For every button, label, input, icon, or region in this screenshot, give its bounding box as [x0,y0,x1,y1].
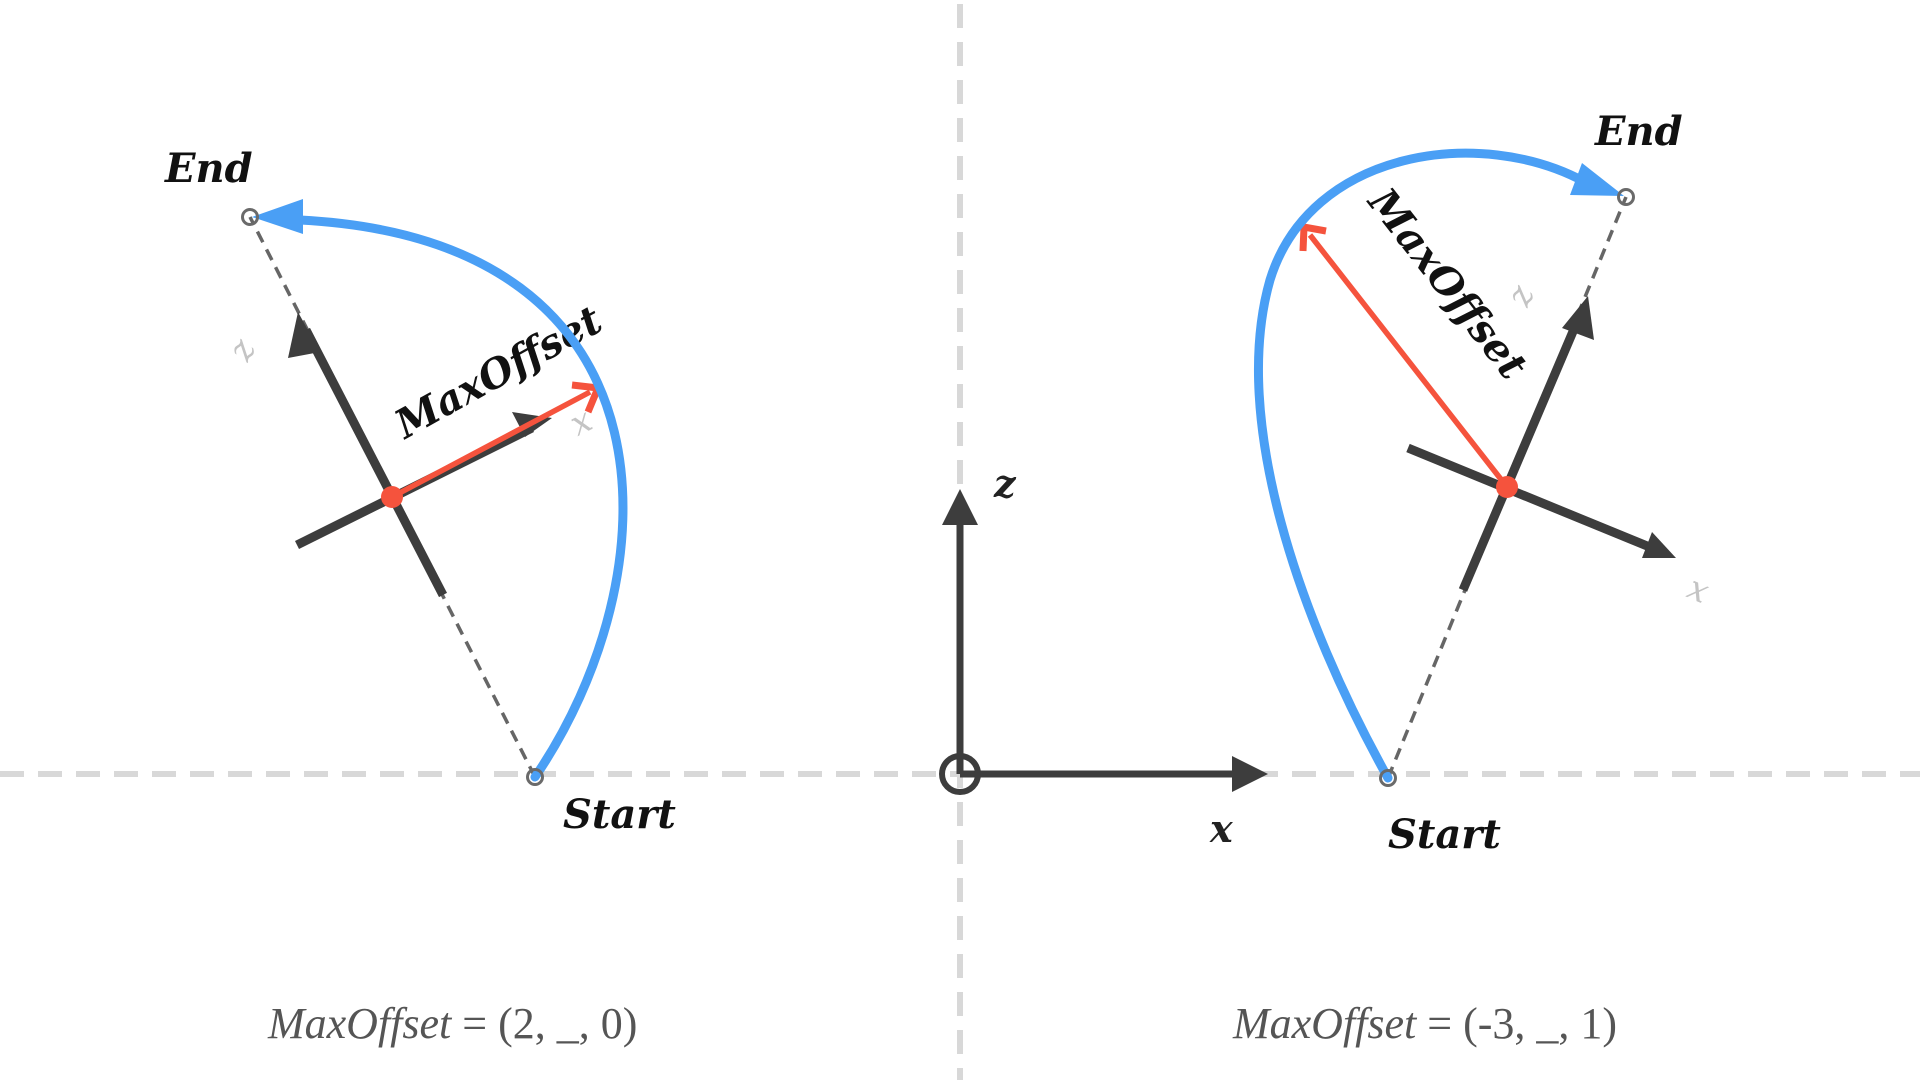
left-local-z-axis [302,327,447,598]
left-end-point [241,208,259,226]
right-offset-origin-dot [1496,476,1518,498]
right-local-x-arrowhead [1642,532,1676,558]
left-local-z-arrowhead [288,312,320,358]
right-local-x-axis [1406,443,1654,553]
right-trajectory-curve [1253,148,1590,783]
left-trajectory-curve [295,215,628,782]
left-caption: MaxOffset = (2, _, 0) [267,999,637,1048]
right-max-offset-arrowhead [1299,222,1327,252]
world-z-arrowhead [942,489,978,525]
right-max-offset-arrow [1307,233,1510,489]
left-end-label: End [164,145,253,192]
left-caption-value: = (2, _, 0) [451,999,637,1048]
world-axes: z x [939,461,1268,851]
right-local-z-arrowhead [1562,296,1594,340]
right-local-x-label: x [1682,568,1715,612]
left-start-point [526,768,544,786]
right-caption-value: = (-3, _, 1) [1416,999,1617,1048]
right-start-label: Start [1388,811,1501,858]
left-caption-name: MaxOffset [267,999,453,1048]
left-start-label: Start [563,791,676,838]
right-trajectory-arrowhead [1570,163,1624,196]
right-end-point [1617,188,1635,206]
world-x-arrowhead [1232,756,1268,792]
right-caption: MaxOffset = (-3, _, 1) [1232,999,1617,1048]
left-start-end-dashed-line [248,216,537,778]
right-panel: z x MaxOffset Start End MaxOffset = (-3,… [1232,108,1715,1048]
left-local-z-label: z [220,332,265,368]
right-end-label: End [1594,108,1683,155]
right-local-z-axis [1458,313,1585,592]
world-origin-icon [939,753,981,795]
right-start-end-dashed-line [1386,196,1628,779]
world-x-label: x [1209,806,1234,851]
right-caption-name: MaxOffset [1232,999,1418,1048]
right-local-z-label: z [1499,279,1544,313]
left-offset-origin-dot [381,486,403,508]
world-z-label: z [993,461,1017,506]
left-max-offset-arrow [390,389,592,500]
right-start-point [1379,769,1397,787]
left-trajectory-arrowhead [252,199,303,234]
left-panel: z x MaxOffset Start End MaxOffset = (2, … [164,145,676,1048]
